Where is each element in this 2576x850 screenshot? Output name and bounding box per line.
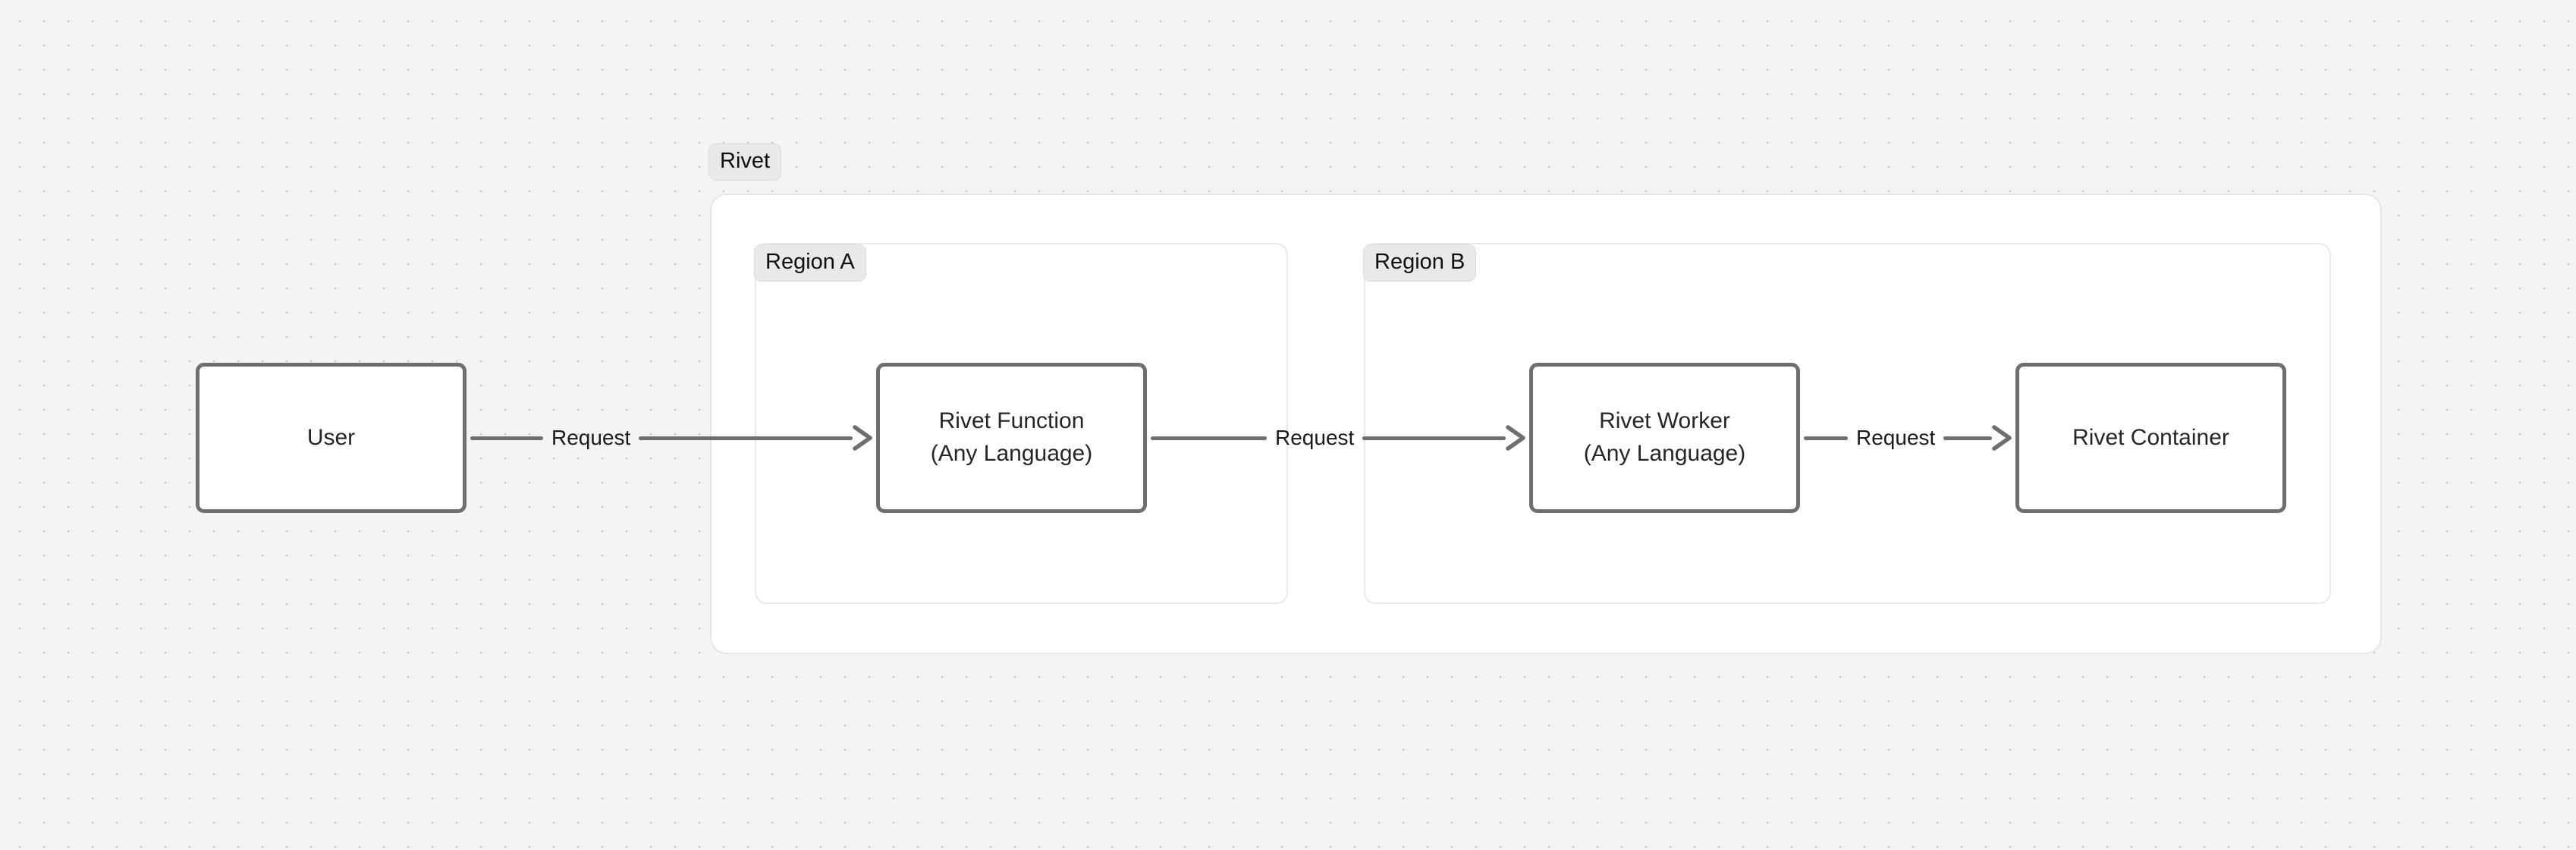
arrow-head-icon [1503,423,1529,453]
node-rivet-worker-label: Rivet Worker [1599,408,1730,434]
group-label-rivet: Rivet [708,143,782,181]
edge-segment-left [470,436,543,440]
edge-rivet-worker-to-rivet-container[interactable]: Request [1804,423,2015,453]
node-user-label: User [306,424,356,450]
group-label-region-a: Region A [754,244,866,282]
edge-label-request-2: Request [1275,426,1355,449]
edge-segment-right [1943,436,1992,440]
group-label-region-b: Region B [1363,244,1477,282]
node-rivet-worker[interactable]: Rivet Worker (Any Language) [1529,363,1800,513]
node-rivet-container[interactable]: Rivet Container [2015,363,2286,513]
edge-user-to-rivet-function[interactable]: Request [470,423,876,453]
node-rivet-container-label: Rivet Container [2072,424,2229,450]
node-rivet-worker-sublabel: (Any Language) [1583,441,1746,466]
node-rivet-function-label: Rivet Function [938,408,1085,434]
node-rivet-function[interactable]: Rivet Function (Any Language) [876,363,1147,513]
node-user[interactable]: User [196,363,467,513]
edge-rivet-function-to-rivet-worker[interactable]: Request [1151,423,1529,453]
edge-segment-right [639,436,853,440]
node-rivet-function-sublabel: (Any Language) [930,441,1093,466]
edge-segment-right [1362,436,1506,440]
edge-label-request-1: Request [551,426,631,449]
edge-segment-left [1151,436,1267,440]
edge-label-request-3: Request [1856,426,1936,449]
edge-segment-left [1804,436,1848,440]
arrow-head-icon [850,423,876,453]
arrow-head-icon [1990,423,2015,453]
